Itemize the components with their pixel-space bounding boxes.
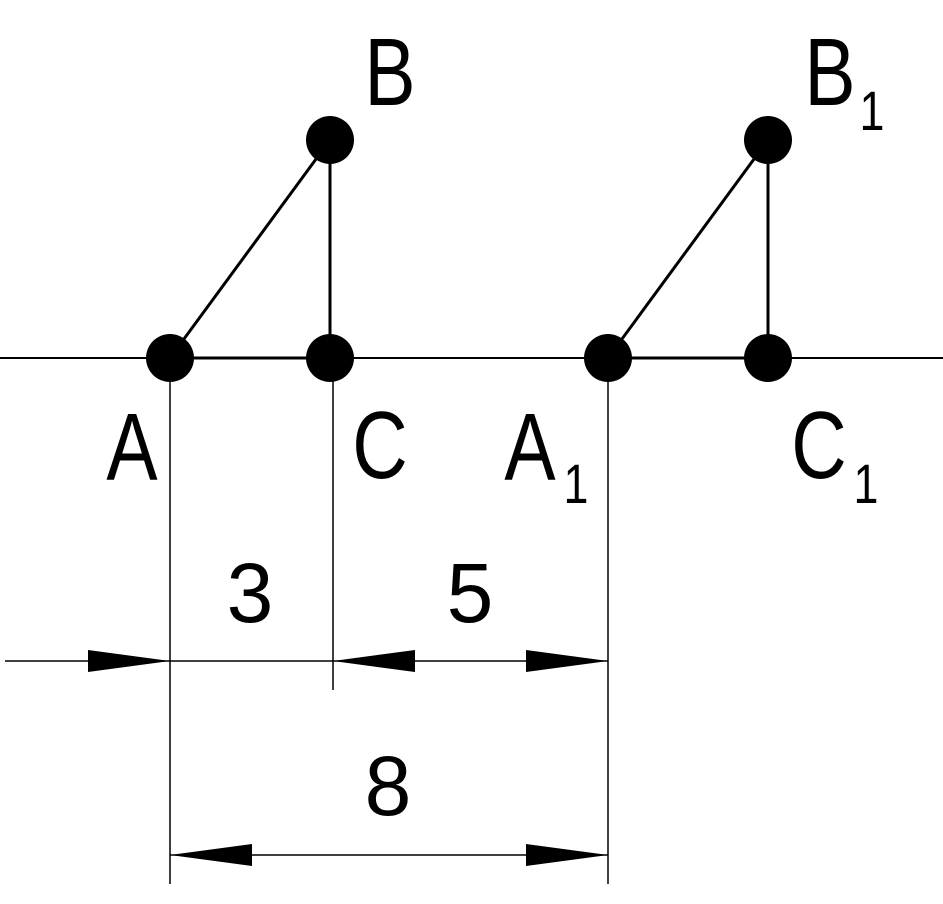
label-b: B <box>364 19 415 126</box>
dimension-value-ac: 3 <box>227 546 274 640</box>
label-b1-subscript: 1 <box>860 79 885 142</box>
label-c1: C <box>791 392 846 499</box>
dimension-value-ca1: 5 <box>447 546 494 640</box>
arrowhead-left-at-c <box>333 650 415 672</box>
triangle-a1b1c1 <box>606 139 770 360</box>
point-b1 <box>744 116 792 164</box>
label-b1: B <box>804 19 855 126</box>
label-a: A <box>106 394 157 501</box>
label-c1-subscript: 1 <box>854 452 879 515</box>
label-a1: A <box>504 394 555 501</box>
arrowhead-right-at-a1-lower <box>526 844 608 866</box>
arrowhead-left-at-a <box>170 844 252 866</box>
arrowhead-right-at-a <box>88 650 170 672</box>
segment-ab <box>168 139 332 359</box>
point-a <box>146 334 194 382</box>
point-c <box>306 334 354 382</box>
triangle-abc <box>168 139 332 360</box>
label-a1-subscript: 1 <box>564 452 589 515</box>
label-c1-letter: C <box>791 392 846 499</box>
dimension-value-aa1: 8 <box>365 739 412 833</box>
point-b <box>306 116 354 164</box>
label-b1-letter: B <box>804 19 855 126</box>
label-c: C <box>352 392 407 499</box>
arrowhead-right-at-a1 <box>526 650 608 672</box>
point-c1 <box>744 334 792 382</box>
point-a1 <box>584 334 632 382</box>
segment-a1b1 <box>606 139 770 359</box>
label-a1-letter: A <box>504 394 555 501</box>
